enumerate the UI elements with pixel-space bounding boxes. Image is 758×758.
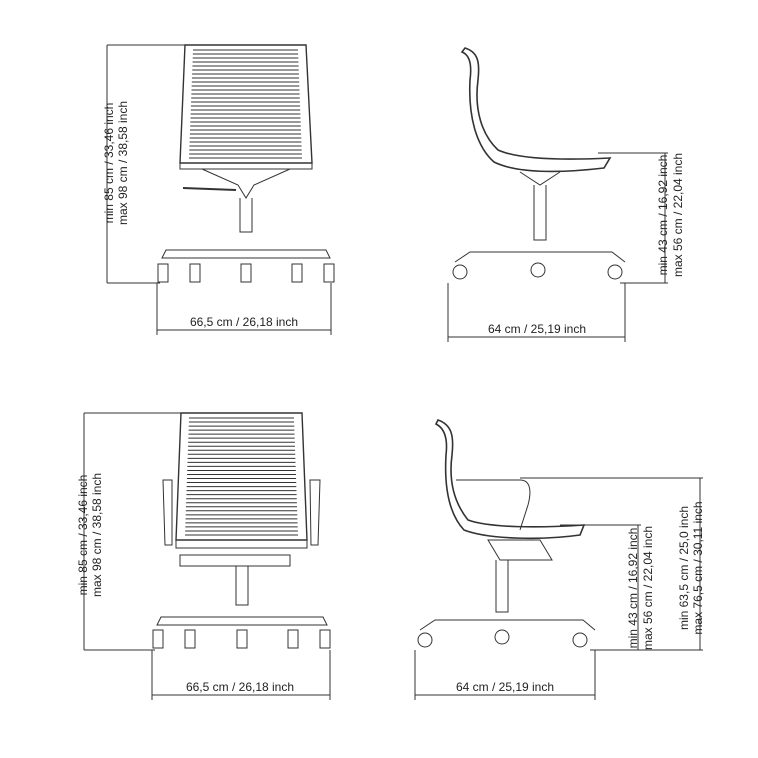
height-min-label-1: min 85 cm / 33,46 inch [102,102,116,224]
caster-wheel [287,629,299,649]
width-label-3: 66,5 cm / 26,18 inch [185,680,295,694]
arm-min-label-4: min 63,5 cm / 25,0 inch [677,505,691,631]
front-chair-1 [157,44,335,283]
casters [157,263,335,283]
caster-wheel [319,629,331,649]
arm-max-label-4: max 76,5 cm / 30,11 inch [691,501,705,635]
dimension-lines-2 [447,152,668,342]
caster-wheel [291,263,303,283]
height-max-label-1: max 98 cm / 38,58 inch [116,100,130,226]
front-chair-3 [152,412,331,649]
caster-wheel [184,629,196,649]
casters [152,629,331,649]
caster-wheel [236,629,248,649]
side-chair-4 [417,419,596,648]
caster-wheel [323,263,335,283]
dimension-lines-4 [414,477,703,700]
seat-min-label-2: min 43 cm / 16,92 inch [656,154,670,276]
depth-label-2: 64 cm / 25,19 inch [487,322,587,336]
height-max-label-3: max 98 cm / 38,58 inch [90,472,104,598]
seat-max-label-2: max 56 cm / 22,04 inch [671,152,685,278]
caster-wheel [189,263,201,283]
caster-wheel [157,263,169,283]
caster-wheel [152,629,164,649]
side-chair-2 [452,47,626,280]
backrest-slats [185,417,298,536]
height-min-label-3: min 85 cm / 33,46 inch [76,474,90,596]
backrest-slats [189,49,302,159]
seat-min-label-4: min 43 cm / 16,92 inch [626,527,640,649]
dimension-lines-1 [106,44,332,335]
caster-wheel [240,263,252,283]
width-label-1: 66,5 cm / 26,18 inch [189,315,299,329]
seat-max-label-4: max 56 cm / 22,04 inch [641,525,655,651]
depth-label-4: 64 cm / 25,19 inch [455,680,555,694]
dimension-lines-3 [83,412,331,700]
